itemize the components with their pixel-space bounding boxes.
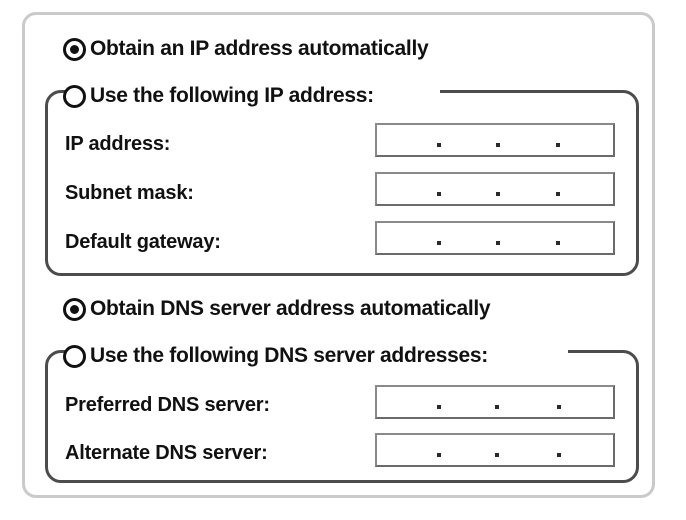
input-default-gateway[interactable] (375, 221, 615, 255)
input-preferred-dns-server[interactable] (375, 385, 615, 419)
manual-dns-legend-gap (70, 347, 568, 359)
radio-indicator-use-following-dns[interactable] (63, 344, 86, 368)
ip-octet-2[interactable] (436, 125, 495, 155)
ip-octet-3[interactable] (495, 125, 554, 155)
field-row-preferred-dns: Preferred DNS server: (65, 394, 270, 417)
input-subnet-mask[interactable] (375, 172, 615, 206)
tcp-ip-settings-dialog: Obtain an IP address automatically Use t… (22, 12, 655, 498)
subnet-octet-3[interactable] (495, 174, 554, 204)
preferred-dns-octet-4[interactable] (554, 387, 613, 417)
manual-dns-groupbox (45, 347, 639, 483)
label-subnet-mask: Subnet mask: (65, 182, 194, 204)
preferred-dns-separator-dot-3 (557, 405, 561, 409)
radio-obtain-dns-automatically[interactable]: Obtain DNS server address automatically (63, 297, 491, 321)
ip-separator-dot-2 (496, 143, 500, 147)
subnet-octet-4[interactable] (554, 174, 613, 204)
manual-ip-legend-gap (70, 87, 440, 99)
ip-octet-4[interactable] (554, 125, 613, 155)
field-row-default-gateway: Default gateway: (65, 231, 221, 254)
field-row-ip-address: IP address: (65, 133, 170, 156)
alternate-dns-octet-1[interactable] (377, 435, 436, 465)
subnet-separator-dot-1 (437, 192, 441, 196)
preferred-dns-octet-1[interactable] (377, 387, 436, 417)
input-alternate-dns-server[interactable] (375, 433, 615, 467)
label-ip-address: IP address: (65, 133, 171, 155)
preferred-dns-separator-dot-2 (495, 405, 499, 409)
radio-indicator-use-following-ip[interactable] (63, 84, 86, 108)
ip-separator-dot-3 (556, 143, 560, 147)
radio-use-following-dns[interactable]: Use the following DNS server addresses: (63, 344, 488, 368)
preferred-dns-octet-3[interactable] (495, 387, 554, 417)
radio-label-obtain-ip-automatically: Obtain an IP address automatically (90, 37, 429, 60)
field-row-subnet-mask: Subnet mask: (65, 182, 194, 205)
label-alternate-dns-server: Alternate DNS server: (65, 442, 268, 464)
gateway-octet-3[interactable] (495, 223, 554, 253)
gateway-octet-4[interactable] (554, 223, 613, 253)
radio-obtain-ip-automatically[interactable]: Obtain an IP address automatically (63, 37, 429, 61)
radio-label-use-following-dns: Use the following DNS server addresses: (90, 344, 488, 367)
radio-use-following-ip[interactable]: Use the following IP address: (63, 84, 374, 108)
gateway-separator-dot-2 (496, 241, 500, 245)
alternate-dns-separator-dot-1 (437, 453, 441, 457)
input-ip-address[interactable] (375, 123, 615, 157)
subnet-octet-2[interactable] (436, 174, 495, 204)
ip-separator-dot-1 (437, 143, 441, 147)
field-row-alternate-dns: Alternate DNS server: (65, 442, 268, 465)
subnet-octet-1[interactable] (377, 174, 436, 204)
radio-label-obtain-dns-automatically: Obtain DNS server address automatically (90, 297, 491, 320)
gateway-separator-dot-1 (437, 241, 441, 245)
gateway-octet-1[interactable] (377, 223, 436, 253)
radio-indicator-obtain-dns-automatically[interactable] (63, 297, 86, 321)
subnet-separator-dot-2 (496, 192, 500, 196)
label-default-gateway: Default gateway: (65, 231, 221, 253)
alternate-dns-separator-dot-3 (557, 453, 561, 457)
alternate-dns-separator-dot-2 (495, 453, 499, 457)
preferred-dns-separator-dot-1 (437, 405, 441, 409)
manual-ip-groupbox (45, 87, 639, 276)
label-preferred-dns-server: Preferred DNS server: (65, 394, 270, 416)
alternate-dns-octet-3[interactable] (495, 435, 554, 465)
alternate-dns-octet-4[interactable] (554, 435, 613, 465)
preferred-dns-octet-2[interactable] (436, 387, 495, 417)
radio-indicator-obtain-ip-automatically[interactable] (63, 37, 86, 61)
gateway-octet-2[interactable] (436, 223, 495, 253)
alternate-dns-octet-2[interactable] (436, 435, 495, 465)
ip-octet-1[interactable] (377, 125, 436, 155)
gateway-separator-dot-3 (556, 241, 560, 245)
subnet-separator-dot-3 (556, 192, 560, 196)
radio-label-use-following-ip: Use the following IP address: (90, 84, 374, 107)
